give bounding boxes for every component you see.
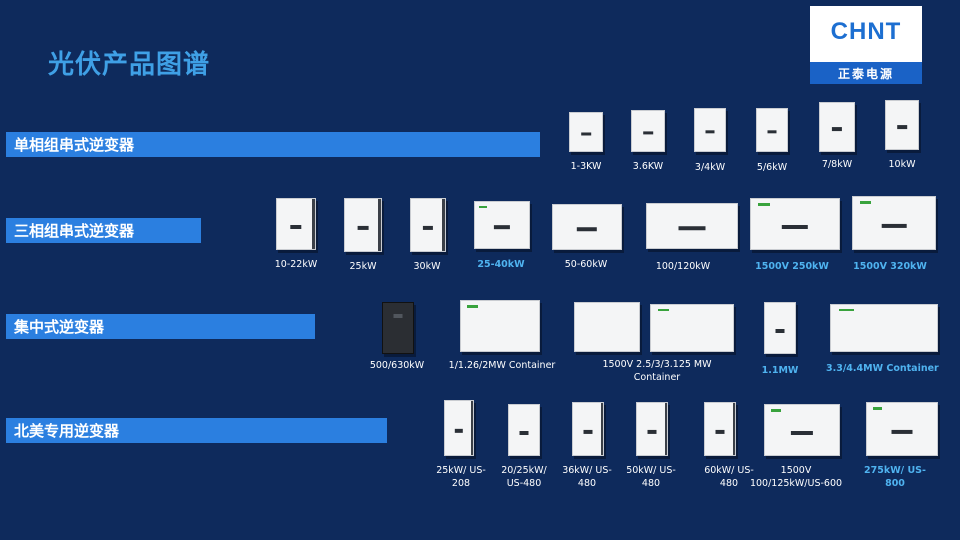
- category-central: 集中式逆变器: [6, 314, 315, 339]
- product-image: [569, 112, 603, 152]
- category-single-phase: 单相组串式逆变器: [6, 132, 540, 157]
- product-image: [756, 108, 788, 152]
- product-label: 1.1MW: [761, 365, 799, 376]
- product-label: 1500V 250kW: [755, 261, 829, 272]
- product-image: [574, 302, 640, 352]
- product-label: 30kW: [413, 261, 441, 272]
- product-label: 1-3KW: [570, 161, 602, 172]
- product-label: 20/25kW/ US-480: [501, 465, 547, 489]
- product-image: [866, 402, 938, 456]
- product-image: [410, 198, 446, 252]
- product-image: [694, 108, 726, 152]
- product-label: 1500V 320kW: [853, 261, 927, 272]
- product-image: [830, 304, 938, 352]
- product-image: [508, 404, 540, 456]
- product-image: [636, 402, 668, 456]
- product-label: 3.6KW: [632, 161, 664, 172]
- product-label: 1500V 100/125kW/US-600: [749, 465, 843, 489]
- logo-brand: CHNT: [830, 18, 902, 45]
- product-image: [885, 100, 919, 150]
- product-label: 7/8kW: [821, 159, 853, 170]
- product-image: [819, 102, 855, 152]
- product-image: [474, 201, 530, 249]
- product-label: 1500V 2.5/3/3.125 MW Container: [602, 359, 712, 383]
- category-three-phase: 三相组串式逆变器: [6, 218, 201, 243]
- product-label: 1/1.26/2MW Container: [448, 360, 556, 371]
- product-image: [650, 304, 734, 352]
- chint-logo: CHNT 正泰电源: [810, 6, 922, 84]
- product-image: [572, 402, 604, 456]
- product-image: [552, 204, 622, 250]
- product-label: 3/4kW: [694, 162, 726, 173]
- product-image: [646, 203, 738, 249]
- product-label: 50kW/ US-480: [626, 465, 676, 489]
- product-image: [444, 400, 474, 456]
- product-label: 60kW/ US-480: [704, 465, 754, 489]
- product-label: 25-40kW: [477, 259, 525, 270]
- product-image: [852, 196, 936, 250]
- product-label: 500/630kW: [369, 360, 425, 371]
- product-label: 5/6kW: [756, 162, 788, 173]
- category-north-america: 北美专用逆变器: [6, 418, 387, 443]
- product-image: [704, 402, 736, 456]
- product-image: [750, 198, 840, 250]
- product-image: [631, 110, 665, 152]
- product-label: 10kW: [888, 159, 916, 170]
- product-label: 50-60kW: [564, 259, 608, 270]
- product-label: 10-22kW: [274, 259, 318, 270]
- product-image: [382, 302, 414, 354]
- product-label: 100/120kW: [655, 261, 711, 272]
- product-image: [764, 302, 796, 354]
- product-label: 36kW/ US-480: [562, 465, 612, 489]
- product-label: 25kW: [349, 261, 377, 272]
- logo-subtitle: 正泰电源: [810, 62, 922, 84]
- product-image: [344, 198, 382, 252]
- product-image: [764, 404, 840, 456]
- product-image: [276, 198, 316, 250]
- page-title: 光伏产品图谱: [48, 50, 211, 80]
- product-image: [460, 300, 540, 352]
- product-label: 275kW/ US-800: [864, 465, 926, 489]
- product-label: 3.3/4.4MW Container: [826, 363, 939, 374]
- product-label: 25kW/ US-208: [436, 465, 486, 489]
